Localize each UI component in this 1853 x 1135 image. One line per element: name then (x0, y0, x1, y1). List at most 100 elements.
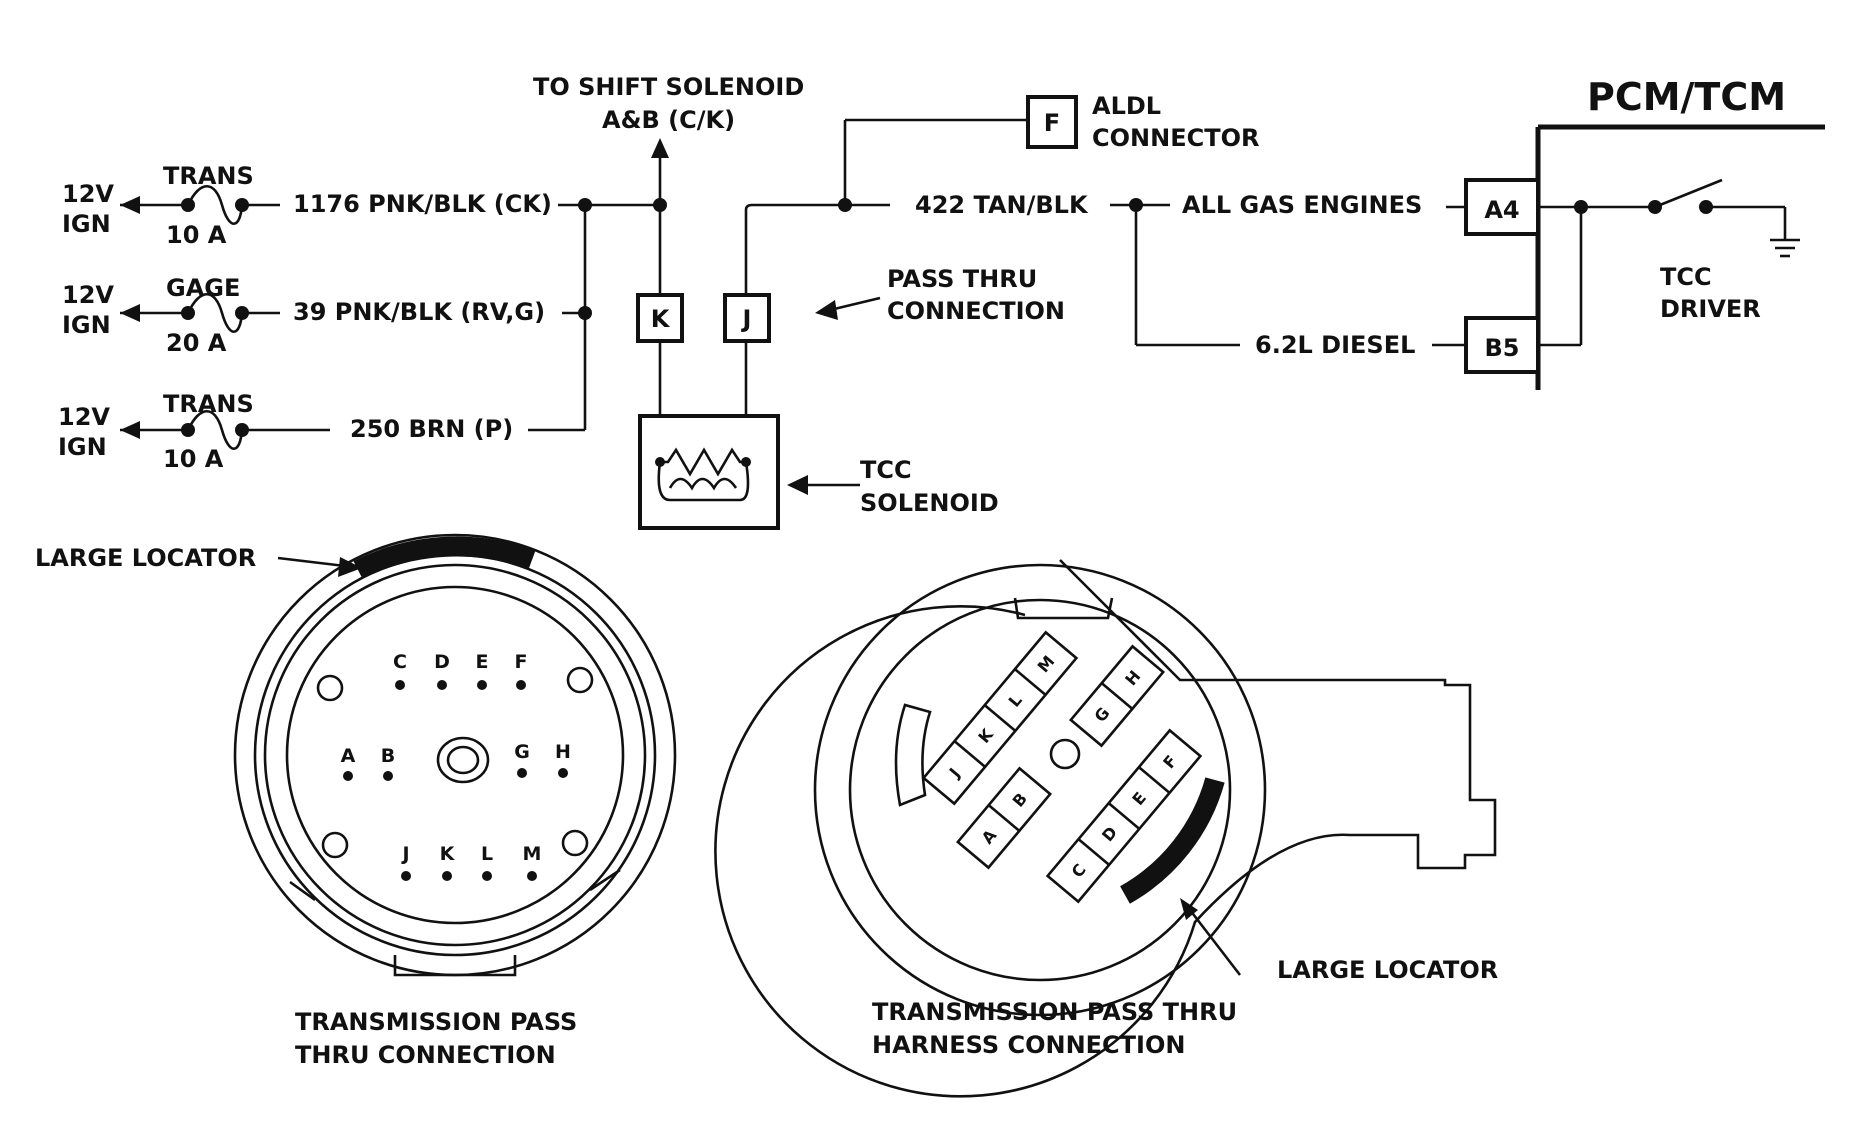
arrow-head-icon (120, 304, 140, 322)
left-pins-bottom: J K L M (400, 843, 541, 881)
pin-label: G (514, 741, 530, 763)
left-connector (233, 533, 677, 977)
fuse-icon (186, 293, 244, 334)
pin-a4-label: A4 (1484, 196, 1519, 224)
tcc-driver-label-1: TCC (1660, 263, 1712, 291)
aldl-pin-box (1026, 95, 1078, 149)
tcc-switch-icon (1654, 178, 1723, 209)
fuse-2-rating: 20 A (166, 329, 227, 357)
left-large-locator-label: LARGE LOCATOR (35, 544, 256, 572)
fuse-2-name: GAGE (166, 274, 240, 302)
pin-label: D (434, 651, 450, 673)
pin-label: C (393, 651, 407, 673)
pin-k-label: K (651, 305, 671, 333)
pin-label: M (523, 843, 542, 865)
right-caption-1: TRANSMISSION PASS THRU (872, 998, 1237, 1026)
tan-wire-label: 422 TAN/BLK (915, 191, 1089, 219)
pin-label: K (440, 843, 456, 865)
arrow-left-icon (787, 475, 808, 495)
left-pins-top: C D E F (393, 651, 527, 690)
aldl-pin-label: F (1044, 109, 1060, 137)
pin-block-jklm: J K L M (921, 630, 1079, 806)
fuse-3-name: TRANS (163, 390, 254, 418)
right-caption-2: HARNESS CONNECTION (872, 1031, 1185, 1059)
pin-label: J (400, 843, 409, 865)
pin-label: C (1068, 860, 1090, 881)
tcc-solenoid-label-2: SOLENOID (860, 489, 999, 517)
fuse-3-rating: 10 A (163, 445, 224, 473)
arrow-left-icon (815, 300, 838, 320)
supply-row-3: 12V IGN TRANS 10 A 250 BRN (P) (58, 390, 585, 473)
fuse-1-rating: 10 A (166, 221, 227, 249)
pin-label: A (341, 745, 356, 767)
pin-label: M (1034, 652, 1059, 676)
pin-block-cdef: C D E F (1045, 728, 1203, 904)
pin-label: L (481, 843, 493, 865)
pin-label: E (1128, 788, 1150, 809)
fuse-icon (186, 185, 244, 226)
wire-1-label: 1176 PNK/BLK (CK) (293, 190, 552, 218)
supply-3-ign: IGN (58, 433, 107, 461)
fuse-icon (186, 410, 244, 451)
pin-label: B (381, 745, 395, 767)
supply-row-2: 12V IGN GAGE 20 A 39 PNK/BLK (RV,G) (62, 274, 585, 357)
left-pins: C D E F A B G H J K L M (341, 651, 571, 881)
fuse-1-name: TRANS (163, 162, 254, 190)
aldl-label-2: CONNECTOR (1092, 124, 1259, 152)
pcm-tcm-title: PCM/TCM (1587, 75, 1786, 119)
left-caption-2: THRU CONNECTION (295, 1041, 556, 1069)
pin-label: B (1009, 789, 1031, 811)
supply-3-voltage: 12V (58, 403, 110, 431)
arrow-up-icon (651, 138, 669, 158)
tcc-driver-label-2: DRIVER (1660, 295, 1761, 323)
pin-block-gh: G H (1068, 644, 1166, 748)
pin-j-box (723, 293, 771, 343)
solenoid-loop (657, 461, 750, 502)
pin-label: H (1121, 667, 1144, 689)
ground-icon (1770, 238, 1800, 258)
pin-b5-label: B5 (1485, 334, 1520, 362)
pin-label: H (555, 741, 571, 763)
arrow-head-icon (120, 421, 140, 439)
arrow-head-icon (120, 196, 140, 214)
all-gas-label: ALL GAS ENGINES (1182, 191, 1422, 219)
shift-solenoid-label-2: A&B (C/K) (602, 106, 735, 134)
large-locator-key (1119, 777, 1225, 904)
pin-label: G (1090, 704, 1113, 726)
right-connector (714, 559, 1497, 1098)
large-locator-key (353, 536, 536, 579)
aldl-label-1: ALDL (1092, 92, 1161, 120)
pin-j-label: J (741, 305, 752, 333)
supply-2-voltage: 12V (62, 281, 114, 309)
right-large-locator-label: LARGE LOCATOR (1277, 956, 1498, 984)
pin-label: F (515, 651, 528, 673)
shift-solenoid-label-1: TO SHIFT SOLENOID (533, 73, 804, 101)
tcc-solenoid-box (638, 414, 780, 530)
pin-label: A (978, 825, 1001, 847)
pin-label: J (945, 764, 964, 782)
splice-dot (578, 306, 592, 320)
splice-dot (578, 198, 592, 212)
arrow-up-icon (1180, 898, 1198, 920)
supply-1-voltage: 12V (62, 180, 114, 208)
pin-k-box (636, 293, 684, 343)
supply-2-ign: IGN (62, 311, 111, 339)
solenoid-coil-icon (660, 447, 746, 477)
pin-label: L (1005, 691, 1026, 711)
supply-row-1: 12V IGN TRANS 10 A 1176 PNK/BLK (CK) (62, 162, 660, 249)
supply-1-ign: IGN (62, 210, 111, 238)
pin-label: D (1098, 823, 1121, 845)
pin-label: F (1159, 752, 1181, 773)
wire-2-label: 39 PNK/BLK (RV,G) (293, 298, 545, 326)
pass-thru-label-1: PASS THRU (887, 265, 1037, 293)
pass-thru-label-2: CONNECTION (887, 297, 1065, 325)
tcc-solenoid-label-1: TCC (860, 456, 912, 484)
arrow-right-icon (338, 557, 362, 577)
pin-label: E (476, 651, 489, 673)
left-caption-1: TRANSMISSION PASS (295, 1008, 577, 1036)
diesel-label: 6.2L DIESEL (1255, 331, 1415, 359)
wire-3-label: 250 BRN (P) (350, 415, 513, 443)
pin-label: K (974, 725, 997, 747)
left-pins-mid: A B G H (341, 741, 571, 781)
